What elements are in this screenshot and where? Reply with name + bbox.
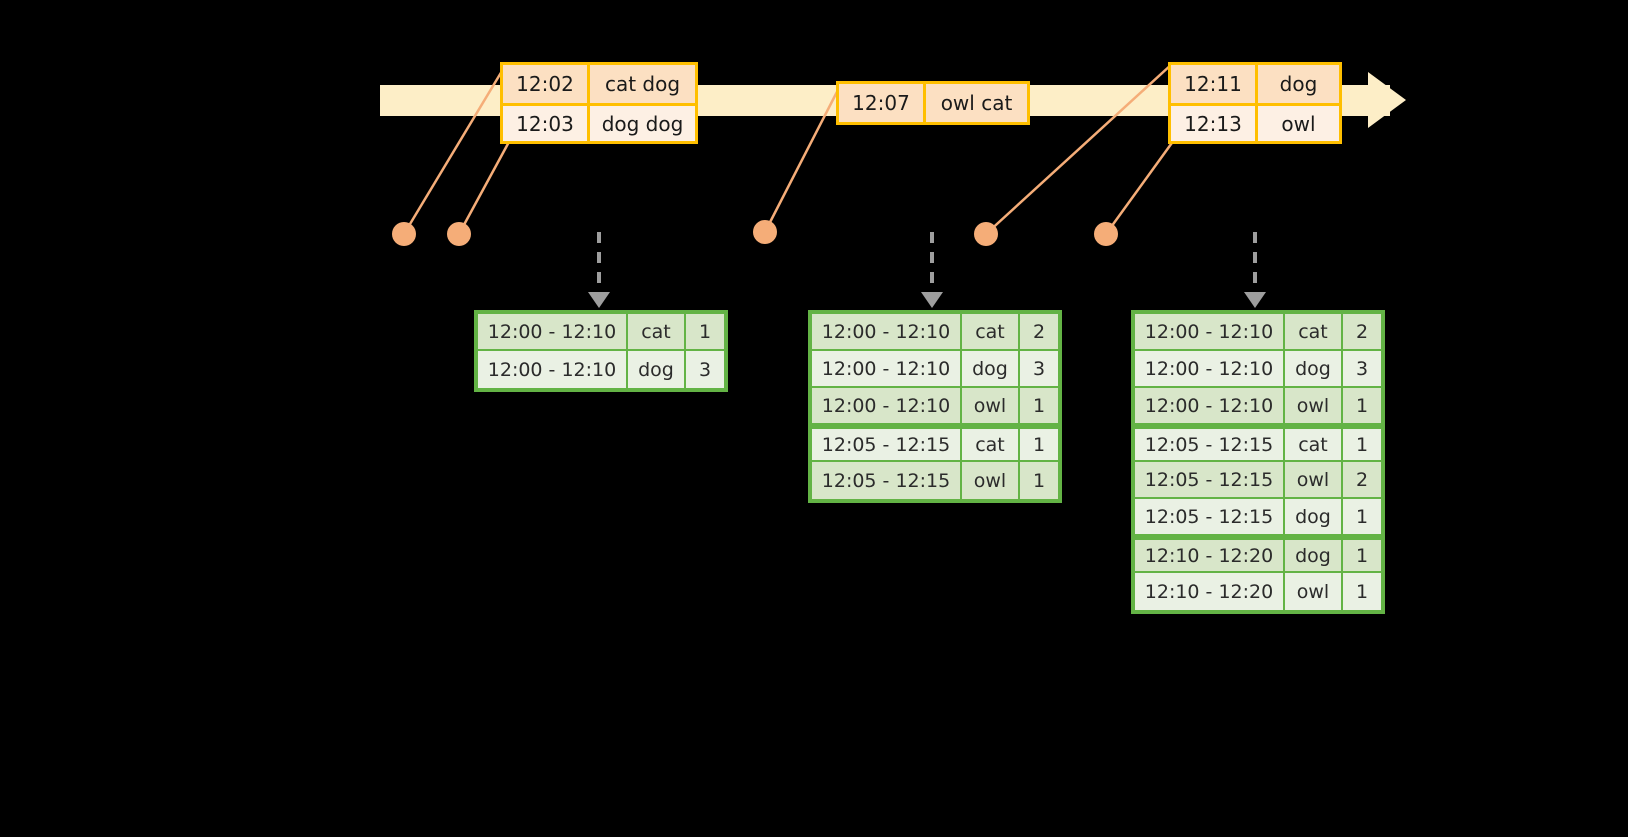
- window-cell: 12:05 - 12:15: [1135, 429, 1283, 462]
- window-cell: 12:05 - 12:15: [1135, 499, 1283, 536]
- count-cell: 1: [1341, 388, 1381, 425]
- count-cell: 1: [684, 314, 724, 351]
- key-cell: dog: [1283, 540, 1341, 573]
- key-cell: cat: [626, 314, 684, 351]
- window-cell: 12:00 - 12:10: [812, 314, 960, 351]
- window-cell: 12:00 - 12:10: [1135, 314, 1283, 351]
- window-cell: 12:00 - 12:10: [478, 351, 626, 388]
- window-cell: 12:00 - 12:10: [812, 388, 960, 425]
- key-cell: owl: [1283, 573, 1341, 610]
- count-cell: 1: [1018, 388, 1058, 425]
- dot-1213: [1094, 222, 1118, 246]
- count-cell: 2: [1341, 462, 1381, 499]
- event-value: owl cat: [923, 84, 1027, 122]
- window-cell: 12:05 - 12:15: [812, 429, 960, 462]
- dot-1202: [392, 222, 416, 246]
- arrow-to-table-1-head-icon: [588, 292, 610, 308]
- count-cell: 1: [1341, 499, 1381, 536]
- dot-1211: [974, 222, 998, 246]
- key-cell: owl: [960, 388, 1018, 425]
- key-cell: owl: [1283, 462, 1341, 499]
- connector-line: [457, 139, 512, 235]
- window-cell: 12:10 - 12:20: [1135, 540, 1283, 573]
- count-cell: 1: [1018, 429, 1058, 462]
- arrow-to-table-2-head-icon: [921, 292, 943, 308]
- window-cell: 12:05 - 12:15: [812, 462, 960, 499]
- count-cell: 1: [1341, 540, 1381, 573]
- key-cell: owl: [1283, 388, 1341, 425]
- window-cell: 12:10 - 12:20: [1135, 573, 1283, 610]
- event-time: 12:13: [1171, 106, 1255, 141]
- count-cell: 3: [1341, 351, 1381, 388]
- dot-1203: [447, 222, 471, 246]
- count-cell: 2: [1018, 314, 1058, 351]
- key-cell: dog: [960, 351, 1018, 388]
- window-cell: 12:00 - 12:10: [478, 314, 626, 351]
- dot-1207: [753, 220, 777, 244]
- count-cell: 1: [1341, 429, 1381, 462]
- connector-line: [1104, 139, 1176, 235]
- arrow-to-table-3-head-icon: [1244, 292, 1266, 308]
- count-cell: 3: [1018, 351, 1058, 388]
- key-cell: dog: [626, 351, 684, 388]
- key-cell: dog: [1283, 499, 1341, 536]
- window-cell: 12:00 - 12:10: [1135, 351, 1283, 388]
- window-cell: 12:00 - 12:10: [812, 351, 960, 388]
- event-value: dog: [1255, 65, 1339, 103]
- event-time: 12:11: [1171, 65, 1255, 103]
- key-cell: cat: [1283, 314, 1341, 351]
- event-time: 12:02: [503, 65, 587, 103]
- timeline-arrowhead-icon: [1368, 72, 1406, 128]
- event-value: cat dog: [587, 65, 695, 103]
- event-value: dog dog: [587, 106, 695, 141]
- event-value: owl: [1255, 106, 1339, 141]
- count-cell: 2: [1341, 314, 1381, 351]
- key-cell: owl: [960, 462, 1018, 499]
- key-cell: cat: [1283, 429, 1341, 462]
- key-cell: cat: [960, 429, 1018, 462]
- window-cell: 12:05 - 12:15: [1135, 462, 1283, 499]
- window-cell: 12:00 - 12:10: [1135, 388, 1283, 425]
- key-cell: cat: [960, 314, 1018, 351]
- event-time: 12:07: [839, 84, 923, 122]
- event-time: 12:03: [503, 106, 587, 141]
- key-cell: dog: [1283, 351, 1341, 388]
- count-cell: 3: [684, 351, 724, 388]
- count-cell: 1: [1018, 462, 1058, 499]
- count-cell: 1: [1341, 573, 1381, 610]
